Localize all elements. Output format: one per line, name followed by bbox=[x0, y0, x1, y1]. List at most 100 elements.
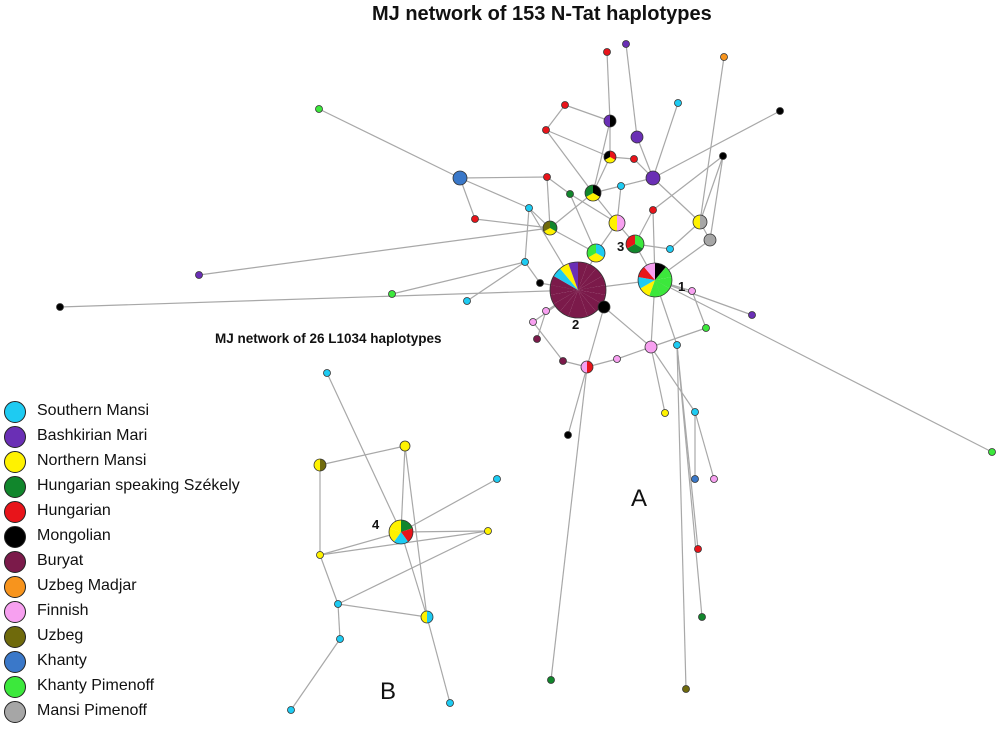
node-slice bbox=[988, 448, 996, 456]
network-edge bbox=[546, 176, 551, 229]
haplotype-node bbox=[533, 335, 541, 343]
network-edge bbox=[569, 193, 597, 254]
haplotype-node bbox=[682, 685, 690, 693]
network-edge bbox=[337, 603, 341, 640]
node-slice bbox=[484, 527, 492, 535]
node-slice bbox=[578, 276, 606, 290]
network-edge bbox=[606, 51, 611, 122]
node-slice bbox=[693, 215, 700, 229]
node-slice bbox=[56, 303, 64, 311]
haplotype-node bbox=[549, 261, 607, 319]
node-slice bbox=[655, 280, 670, 296]
node-slice bbox=[645, 170, 661, 186]
network-edge bbox=[654, 279, 993, 453]
node-slice bbox=[673, 341, 681, 349]
network-edge bbox=[699, 155, 724, 223]
node-slice bbox=[389, 520, 401, 532]
legend-label: Mansi Pimenoff bbox=[37, 702, 147, 719]
node-slice bbox=[694, 545, 702, 553]
haplotype-node bbox=[691, 408, 699, 416]
haplotype-node bbox=[720, 53, 728, 61]
node-slice bbox=[566, 190, 574, 198]
network-edge bbox=[474, 218, 551, 229]
node-slice bbox=[666, 245, 674, 253]
legend-label: Khanty bbox=[37, 652, 87, 669]
network-edge bbox=[337, 603, 428, 618]
node-slice bbox=[578, 285, 607, 295]
network-edge bbox=[459, 176, 548, 179]
node-slice bbox=[543, 173, 551, 181]
network-edge bbox=[652, 110, 781, 179]
node-slice bbox=[578, 263, 596, 290]
node-slice bbox=[446, 699, 454, 707]
legend-label: Southern Mansi bbox=[37, 402, 150, 419]
haplotype-node bbox=[315, 105, 323, 113]
network-edge bbox=[603, 306, 652, 348]
haplotype-node bbox=[692, 214, 708, 230]
network-edge bbox=[569, 193, 618, 224]
haplotype-node bbox=[484, 527, 492, 535]
node-outline bbox=[608, 214, 626, 232]
network-edge bbox=[326, 372, 402, 533]
legend-swatch bbox=[4, 626, 26, 648]
legend-label: Northern Mansi bbox=[37, 452, 147, 469]
node-outline bbox=[542, 220, 558, 236]
network-edge bbox=[549, 192, 594, 229]
node-slice bbox=[649, 280, 661, 297]
network-edge bbox=[532, 321, 564, 362]
haplotype-node bbox=[566, 190, 574, 198]
node-slice bbox=[421, 611, 427, 623]
haplotype-node bbox=[603, 48, 611, 56]
node-slice bbox=[316, 551, 324, 559]
node-outline bbox=[586, 243, 606, 263]
node-slice bbox=[776, 107, 784, 115]
node-slice bbox=[702, 324, 710, 332]
node-outline bbox=[603, 150, 617, 164]
node-slice bbox=[315, 105, 323, 113]
legend-label: Uzbeg bbox=[37, 627, 84, 644]
node-slice bbox=[698, 613, 706, 621]
node-slice bbox=[568, 290, 578, 318]
node-outline bbox=[580, 360, 594, 374]
node-slice bbox=[630, 130, 644, 144]
node-slice bbox=[550, 285, 578, 295]
node-slice bbox=[568, 262, 578, 290]
node-slice bbox=[720, 53, 728, 61]
node-slice bbox=[688, 287, 696, 295]
haplotype-node bbox=[710, 475, 718, 483]
network-edge bbox=[699, 56, 725, 223]
node-slice bbox=[550, 276, 578, 290]
haplotype-node bbox=[564, 431, 572, 439]
haplotype-node bbox=[542, 126, 550, 134]
node-slice bbox=[559, 357, 567, 365]
node-slice bbox=[655, 277, 673, 289]
node-slice bbox=[640, 280, 655, 296]
haplotype-node bbox=[529, 318, 537, 326]
node-outline bbox=[549, 261, 607, 319]
node-slice bbox=[542, 307, 550, 315]
haplotype-node bbox=[674, 99, 682, 107]
node-slice bbox=[578, 290, 606, 304]
node-slice bbox=[588, 253, 604, 263]
haplotype-node bbox=[56, 303, 64, 311]
network-edge bbox=[459, 177, 530, 209]
haplotype-node bbox=[542, 307, 550, 315]
network-edge bbox=[391, 261, 526, 295]
haplotype-node bbox=[603, 114, 617, 128]
node-slice bbox=[388, 290, 396, 298]
node-slice bbox=[314, 459, 320, 471]
legend-label: Mongolian bbox=[37, 527, 111, 544]
legend-swatch bbox=[4, 526, 26, 548]
network-edge bbox=[652, 102, 679, 179]
network-edge bbox=[564, 104, 611, 122]
node-outline bbox=[625, 234, 645, 254]
network-edge bbox=[319, 531, 402, 556]
haplotype-node bbox=[323, 369, 331, 377]
haplotype-node bbox=[637, 262, 673, 298]
node-slice bbox=[578, 262, 588, 290]
network-edge bbox=[676, 344, 687, 690]
haplotype-node bbox=[336, 635, 344, 643]
legend-swatch bbox=[4, 676, 26, 698]
haplotype-node bbox=[521, 258, 529, 266]
haplotype-node bbox=[644, 340, 658, 354]
